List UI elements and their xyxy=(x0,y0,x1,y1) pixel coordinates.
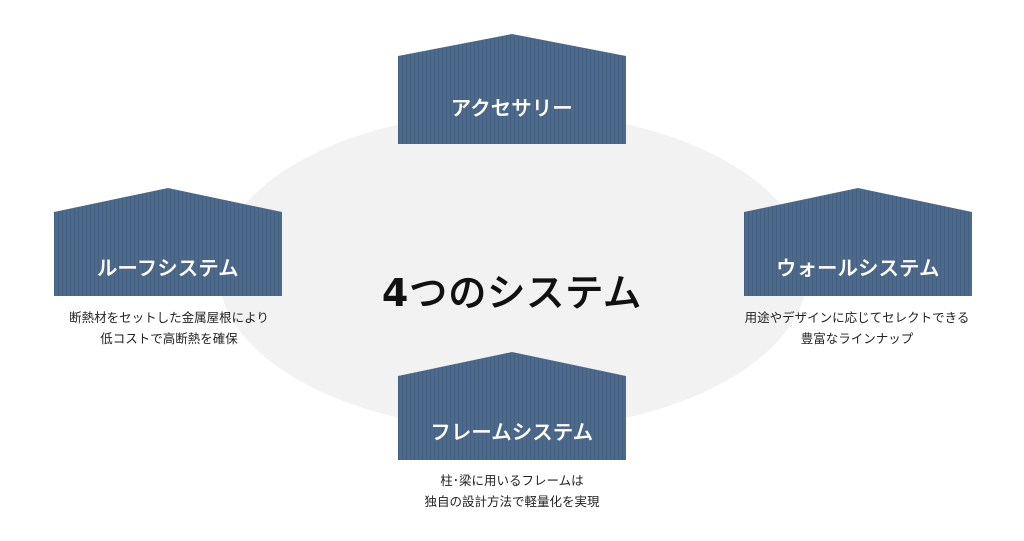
frame-system-label: フレームシステム xyxy=(430,420,594,444)
wall-system-house-panel: ウォールシステム xyxy=(744,188,972,296)
wall-description-line-2: 豊富なラインナップ xyxy=(800,331,914,346)
frame-description-line-2: 独自の設計方法で軽量化を実現 xyxy=(424,494,600,509)
roof-system-house-panel: ルーフシステム xyxy=(54,188,282,296)
accessory-label: アクセサリー xyxy=(451,96,573,120)
wall-system-description: 用途やデザインに応じてセレクトできる 豊富なラインナップ xyxy=(710,307,1004,349)
wall-system-label: ウォールシステム xyxy=(776,256,940,280)
roof-description-line-2: 低コストで高断熱を確保 xyxy=(100,331,238,346)
house-shape-icon xyxy=(54,188,282,296)
house-shape-icon xyxy=(744,188,972,296)
house-shape-icon xyxy=(398,352,626,460)
roof-system-label: ルーフシステム xyxy=(97,256,239,280)
frame-description-line-1: 柱･梁に用いるフレームは xyxy=(440,473,584,488)
roof-system-description: 断熱材をセットした金属屋根により 低コストで高断熱を確保 xyxy=(38,307,300,349)
roof-description-line-1: 断熱材をセットした金属屋根により xyxy=(69,310,269,325)
house-shape-icon xyxy=(398,34,626,144)
frame-system-house-panel: フレームシステム xyxy=(398,352,626,460)
wall-description-line-1: 用途やデザインに応じてセレクトできる xyxy=(744,310,970,325)
accessory-house-panel: アクセサリー xyxy=(398,34,626,144)
frame-system-description: 柱･梁に用いるフレームは 独自の設計方法で軽量化を実現 xyxy=(376,470,648,512)
center-title: 4つのシステム xyxy=(381,271,643,315)
